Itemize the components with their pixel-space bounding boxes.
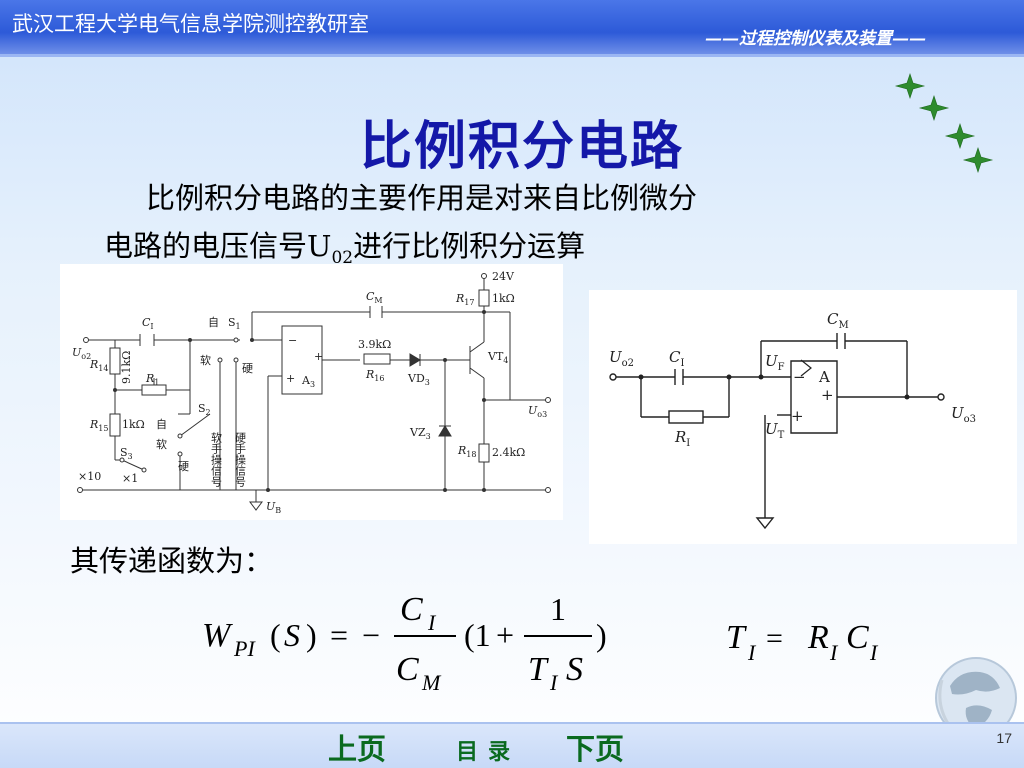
label-x10: ×10 bbox=[78, 470, 101, 483]
label-vt4: VT4 bbox=[487, 350, 508, 365]
label-c1: CI bbox=[142, 316, 154, 331]
label-opamp-minus: − bbox=[793, 368, 806, 386]
star-decoration bbox=[894, 73, 994, 173]
label-cm: CM bbox=[827, 310, 849, 331]
slide-title: 比例积分电路 bbox=[360, 116, 685, 177]
value-r17: 1kΩ bbox=[492, 292, 515, 305]
label-ying2: 硬 bbox=[178, 460, 189, 473]
header-divider bbox=[0, 54, 1024, 57]
label-s1: S1 bbox=[228, 316, 241, 331]
label-a3-plus: + bbox=[286, 372, 295, 385]
label-uo2: Uo2 bbox=[72, 346, 91, 361]
label-a3-minus: − bbox=[288, 334, 297, 347]
description-line-2: 电路的电压信号U02进行比例积分运算 bbox=[104, 222, 904, 282]
value-r18: 2.4kΩ bbox=[492, 446, 525, 459]
label-uf: UF bbox=[765, 352, 785, 373]
label-s2: S2 bbox=[198, 402, 211, 417]
next-page-button[interactable]: 下页 bbox=[566, 732, 625, 766]
description-line-2-post: 进行比例积分运算 bbox=[353, 229, 586, 263]
label-hard-manual: 硬手操信号 bbox=[234, 432, 247, 488]
label-ruan1: 软 bbox=[200, 353, 211, 367]
label-r16: R16 bbox=[365, 368, 384, 383]
star-icon bbox=[962, 147, 994, 173]
label-cm: CM bbox=[366, 290, 383, 305]
label-opamp-plus-out: + bbox=[821, 386, 834, 404]
label-x1: ×1 bbox=[122, 472, 138, 485]
label-ri: RI bbox=[674, 428, 690, 449]
label-uo3: Uo3 bbox=[528, 404, 547, 419]
course-name: ——过程控制仪表及装置—— bbox=[705, 29, 926, 49]
prev-page-button[interactable]: 上页 bbox=[328, 732, 387, 766]
description-text: 比例积分电路的主要作用是对来自比例微分 电路的电压信号U02进行比例积分运算 bbox=[104, 174, 904, 282]
label-a3: A3 bbox=[301, 374, 315, 389]
star-icon bbox=[918, 95, 950, 121]
footer-divider bbox=[0, 722, 1024, 724]
page-number: 17 bbox=[996, 730, 1012, 746]
label-s3: S3 bbox=[120, 446, 133, 461]
label-r1: R1 bbox=[145, 372, 159, 387]
label-a3-plus-out: + bbox=[314, 350, 323, 363]
label-ub: UB bbox=[266, 500, 281, 515]
label-r17: R17 bbox=[455, 292, 474, 307]
label-soft-manual: 软手操信号 bbox=[210, 431, 223, 488]
label-uo3: Uo3 bbox=[951, 404, 976, 425]
star-icon bbox=[944, 123, 976, 149]
label-r15: R15 bbox=[89, 418, 108, 433]
table-of-contents-button[interactable]: 目录 bbox=[456, 739, 521, 765]
description-line-2-sub: 02 bbox=[331, 247, 354, 268]
description-line-2-pre: 电路的电压信号U bbox=[104, 229, 332, 263]
label-r14: R14 bbox=[89, 358, 108, 373]
description-line-1: 比例积分电路的主要作用是对来自比例微分 bbox=[146, 181, 698, 215]
label-opamp-plus: + bbox=[791, 407, 804, 425]
label-opamp-a: A bbox=[818, 368, 830, 386]
label-ying1: 硬 bbox=[242, 362, 253, 375]
value-r14: 9.1kΩ bbox=[120, 351, 133, 384]
circuit-diagram-simplified: Uo2 CI CM UF − A + + Uo3 RI UT bbox=[589, 290, 1017, 544]
label-zi1: 自 bbox=[208, 316, 219, 329]
value-r16: 3.9kΩ bbox=[358, 338, 391, 351]
circuit-diagram-detailed: Uo2 R14 9.1kΩ R1 R15 1kΩ CI CM 自 S1 软 硬 … bbox=[60, 264, 563, 520]
label-vd3: VD3 bbox=[407, 372, 430, 387]
transfer-function-label: 其传递函数为： bbox=[70, 544, 274, 578]
label-ci: CI bbox=[669, 348, 684, 369]
label-vz3: VZ3 bbox=[409, 426, 431, 441]
star-icon bbox=[894, 73, 926, 99]
footer-bar bbox=[0, 722, 1024, 768]
value-r15: 1kΩ bbox=[122, 418, 145, 431]
department-name: 武汉工程大学电气信息学院测控教研室 bbox=[12, 12, 369, 36]
label-r18: R18 bbox=[457, 444, 476, 459]
header-bar bbox=[0, 0, 1024, 54]
label-ut: UT bbox=[765, 420, 785, 441]
label-ruan2: 软 bbox=[156, 437, 167, 451]
label-zi2: 自 bbox=[156, 418, 167, 431]
label-uo2: Uo2 bbox=[609, 348, 634, 369]
label-24v: 24V bbox=[492, 270, 515, 283]
